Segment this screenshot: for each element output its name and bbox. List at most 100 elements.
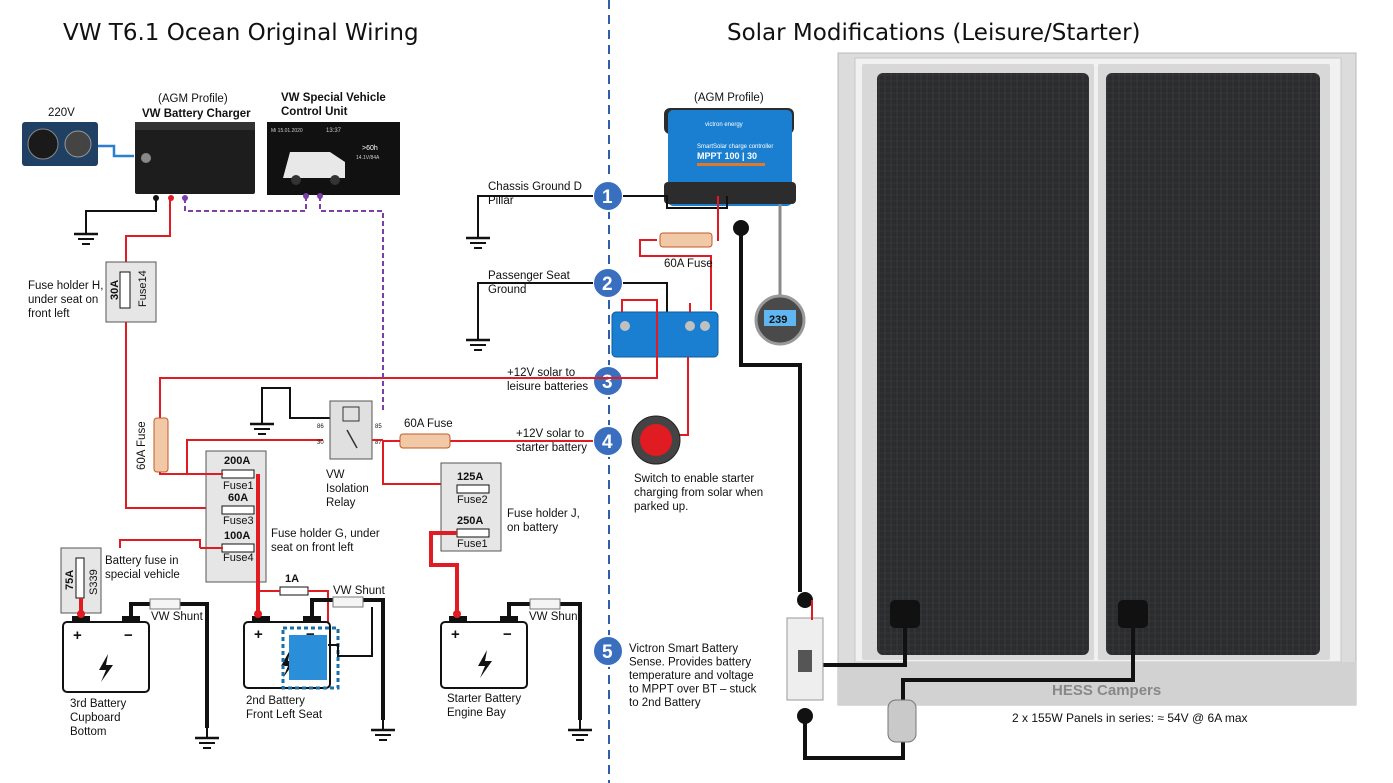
battery-charger-unit <box>135 122 255 194</box>
svg-text:4: 4 <box>602 432 613 453</box>
fuse-j-2: 250A Fuse1 <box>456 515 490 550</box>
svg-text:85: 85 <box>375 424 382 430</box>
svg-text:Fuse3: Fuse3 <box>223 515 254 527</box>
svg-text:30A: 30A <box>109 280 121 300</box>
one-amp-label: 1A <box>285 573 299 585</box>
pv-isolator-breaker <box>786 592 824 724</box>
shunt-starter <box>529 598 561 610</box>
svg-text:−: − <box>124 627 133 644</box>
step-badge-5: 5 <box>592 635 624 667</box>
shunt-2nd-label: VW Shunt <box>333 585 386 597</box>
mppt-profile: (AGM Profile) <box>694 92 764 104</box>
svg-text:S339: S339 <box>88 569 100 595</box>
battery-2nd: + − <box>243 616 340 690</box>
charger-name: VW Battery Charger <box>142 108 251 120</box>
svg-text:2: 2 <box>602 274 613 295</box>
svg-text:86: 86 <box>317 424 324 430</box>
svg-text:60A: 60A <box>228 492 248 504</box>
bolt-icon <box>281 650 295 678</box>
battery-3rd: + − <box>62 616 150 693</box>
svg-text:>60h: >60h <box>362 145 378 152</box>
battery-monitor-display: 239 <box>754 294 806 346</box>
step-badge-2: 2 <box>592 267 624 299</box>
mppt-fuse-label: 60A Fuse <box>664 258 713 270</box>
one-amp-fuse <box>279 586 309 596</box>
fuse-holder-j-label: Fuse holder J,on battery <box>507 508 580 534</box>
svg-text:+: + <box>451 626 460 643</box>
vertical-60a-fuse <box>153 417 169 473</box>
svg-text:Fuse4: Fuse4 <box>223 552 254 564</box>
panel-caption: 2 x 155W Panels in series: ≈ 54V @ 6A ma… <box>1012 711 1248 725</box>
isolation-relay: 86 85 30 87 <box>317 400 382 460</box>
svg-text:5: 5 <box>602 642 613 663</box>
svg-text:+: + <box>73 627 82 644</box>
shunt-3rd-label: VW Shunt <box>151 611 204 623</box>
battery-protect-module <box>611 311 719 358</box>
bolt-icon <box>99 654 113 682</box>
svg-text:−: − <box>503 626 512 643</box>
control-unit-screen: Mi 15.01.2020 13:37 >60h 14.1V/84A <box>267 122 400 195</box>
battery-sense-sticker <box>281 626 340 690</box>
svg-text:14.1V/84A: 14.1V/84A <box>356 155 380 161</box>
bolt-icon <box>478 650 492 678</box>
svg-text:+: + <box>254 626 263 643</box>
junction-box-right-icon <box>1118 600 1148 628</box>
svg-text:3: 3 <box>602 372 613 393</box>
step-badge-3: 3 <box>592 365 624 397</box>
svg-text:250A: 250A <box>457 515 483 527</box>
mppt-line1: SmartSolar charge controller <box>697 144 773 150</box>
battery-monitor-reading: 239 <box>769 314 787 326</box>
mains-label: 220V <box>48 107 75 119</box>
svg-text:13:37: 13:37 <box>326 128 342 134</box>
svg-text:75A: 75A <box>64 570 76 590</box>
svg-text:125A: 125A <box>457 471 483 483</box>
fuse-g-1: 200A Fuse1 <box>221 455 255 492</box>
svg-text:87: 87 <box>375 440 382 446</box>
svg-text:30: 30 <box>317 440 324 446</box>
svg-text:Mi 15.01.2020: Mi 15.01.2020 <box>271 128 303 134</box>
shunt-2nd <box>332 596 364 608</box>
svg-text:Fuse14: Fuse14 <box>137 270 149 307</box>
fuse-holder-h <box>105 261 157 323</box>
svg-text:1: 1 <box>602 187 613 208</box>
mppt-60a-fuse <box>659 232 713 248</box>
charger-profile: (AGM Profile) <box>158 93 228 105</box>
fuse-j-1: 125A Fuse2 <box>456 471 490 506</box>
shunt-3rd <box>149 598 181 610</box>
solar-panel-right <box>1106 73 1320 655</box>
svg-text:Fuse1: Fuse1 <box>223 480 254 492</box>
fuse-g-3: 100A Fuse4 <box>221 530 255 564</box>
step-badge-1: 1 <box>592 180 624 212</box>
svg-text:−: − <box>306 626 315 643</box>
solar-panel-left <box>877 73 1089 655</box>
vertical-fuse-label: 60A Fuse <box>136 421 148 470</box>
svg-text:100A: 100A <box>224 530 250 542</box>
mppt-controller: victron energy SmartSolar charge control… <box>664 108 796 206</box>
junction-box-left-icon <box>890 600 920 628</box>
left-title: VW T6.1 Ocean Original Wiring <box>63 20 419 46</box>
right-title: Solar Modifications (Leisure/Starter) <box>727 20 1141 46</box>
step-badge-4: 4 <box>592 425 624 457</box>
mc4-connector-icon <box>887 699 917 743</box>
battery-switch-icon <box>631 415 681 465</box>
mppt-brand: victron energy <box>705 122 743 128</box>
svg-text:200A: 200A <box>224 455 250 467</box>
solar-panel-array: HESS Campers <box>837 52 1357 706</box>
shunt-starter-label: VW Shunt <box>529 611 582 623</box>
mains-socket-icon <box>22 122 98 166</box>
svg-text:Fuse1: Fuse1 <box>457 538 488 550</box>
